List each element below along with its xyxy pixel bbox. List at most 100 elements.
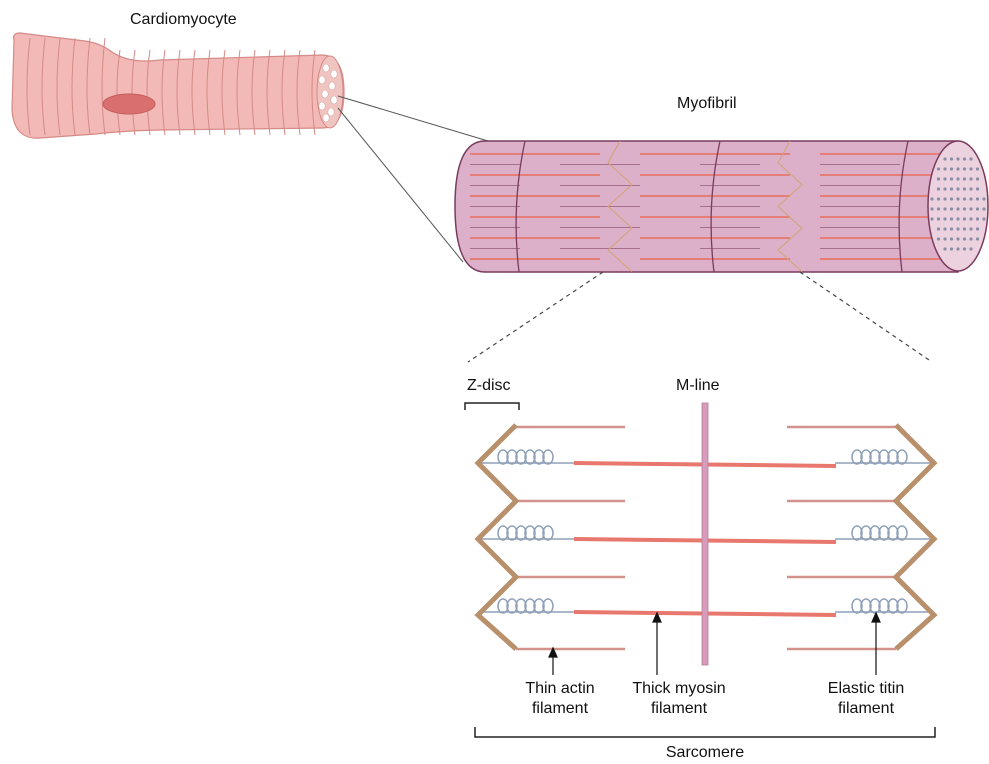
z-disc-bracket [465,403,519,410]
z-disc-label: Z-disc [467,377,511,394]
myofibril-end-dot [976,197,979,200]
myofibril-end-dot [950,167,953,170]
myofibril-end-dot [943,227,946,230]
myofibril-end-dot [943,247,946,250]
myofibril-end-dot [982,197,985,200]
myofibril-end-dot [963,197,966,200]
myofibril-end-dot [976,217,979,220]
myofibril-end-dot [969,177,972,180]
myofibril-end-dot [969,207,972,210]
myofibril-end-dot [937,177,940,180]
myofibril-end-dot [976,177,979,180]
myofibril-cylinder [455,141,988,272]
myofibril-end-dot [937,167,940,170]
myofibril-end-dot [331,96,337,104]
myofibril-end-dot [969,167,972,170]
myofibril-end-dot [963,157,966,160]
myofibril-end-dot [956,177,959,180]
myofibril-end-dot [943,217,946,220]
myofibril-end-dot [956,167,959,170]
myofibril-end-dot [976,237,979,240]
myofibril-end-dot [950,187,953,190]
sarcomere-label: Sarcomere [666,744,744,761]
myofibril-end-dot [956,247,959,250]
myofibril-end-dot [963,207,966,210]
myofibril-end-dot [956,157,959,160]
myofibril-end-dot [943,237,946,240]
myofibril-end-dot [319,76,325,84]
myofibril-end-dot [950,157,953,160]
myofibril-end-dot [950,217,953,220]
nucleus [103,94,155,114]
thick-myosin-label-2: filament [651,700,708,717]
myofibril-end-dot [937,197,940,200]
myofibril-end-dot [950,197,953,200]
myofibril-end-dot [976,167,979,170]
myofibril-end-dot [956,197,959,200]
myofibril-end-dot [937,227,940,230]
myofibril-end-dot [937,217,940,220]
myofibril-end-dot [963,227,966,230]
cardiomyocyte-cell [12,33,344,138]
myofibril-end-dot [956,237,959,240]
myofibril-end-dot [982,217,985,220]
myofibril-end-dot [956,217,959,220]
myofibril-end-dot [969,247,972,250]
myofibril-end-dot [930,217,933,220]
myofibril-end-dot [963,177,966,180]
myofibril-end-dot [331,70,337,78]
thick-myosin-label-1: Thick myosin [632,680,725,697]
myofibril-end-dot [969,157,972,160]
myofibril-end-dot [943,177,946,180]
myofibril-end-dot [963,217,966,220]
myofibril-end-dot [943,187,946,190]
myofibril-end-dot [976,227,979,230]
myofibril-end-dot [323,64,329,72]
myofibril-end-dot [937,237,940,240]
sarcomere-bracket [475,727,935,737]
myofibril-end-dot [976,187,979,190]
elastic-titin-label-1: Elastic titin [828,680,904,697]
myofibril-end-dot [982,207,985,210]
myofibril-end-dot [963,247,966,250]
myofibril-end-dot [319,102,325,110]
myofibril-end-dot [323,114,329,122]
thin-actin-label-2: filament [532,700,589,717]
myofibril-end-dot [322,90,328,98]
myofibril-end-dot [969,197,972,200]
elastic-titin-label-2: filament [838,700,895,717]
myofibril-end-dot [937,207,940,210]
myofibril-end-dot [950,227,953,230]
myofibril-end-dot [956,187,959,190]
myofibril-end-dot [969,237,972,240]
myofibril-end-dot [956,207,959,210]
m-line-label: M-line [676,377,720,394]
cardiomyocyte-label: Cardiomyocyte [130,11,237,28]
myofibril-end-dot [930,197,933,200]
z-disc-left [478,425,516,649]
myofibril-end-dot [930,207,933,210]
myofibril-end-dot [963,187,966,190]
myofibril-end-dot [963,237,966,240]
myofibril-end-dot [937,187,940,190]
myofibril-end-dot [943,197,946,200]
thin-actin-label-1: Thin actin [525,680,594,697]
myofibril-end-dot [956,227,959,230]
myofibril-end-dot [969,227,972,230]
myofibril-end-dot [950,237,953,240]
myofibril-end-dot [976,207,979,210]
m-line [702,403,708,665]
myofibril-end-dot [943,157,946,160]
myofibril-end-dot [943,167,946,170]
z-disc-right [896,425,934,649]
myofibril-end-dot [969,187,972,190]
myofibril-end-dot [950,177,953,180]
myofibril-end-dot [963,167,966,170]
myofibril-end-dot [329,82,335,90]
myofibril-end-dot [328,108,334,116]
myofibril-end-dot [950,207,953,210]
myofibril-end-dot [950,247,953,250]
myofibril-end-dot [943,207,946,210]
myofibril-end-dot [969,217,972,220]
